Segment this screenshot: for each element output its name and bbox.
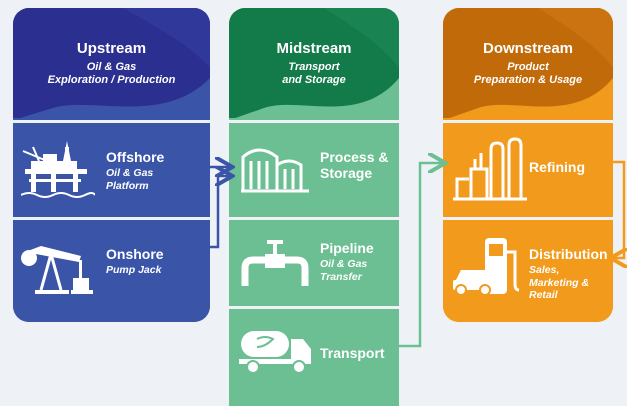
upstream-header-wave <box>13 8 210 118</box>
connector-transport-to-refining <box>399 163 443 348</box>
divider <box>13 120 210 123</box>
midstream-title: Midstream <box>276 40 352 57</box>
divider <box>443 217 613 220</box>
divider <box>13 217 210 220</box>
midstream-subtitle-line-2: and Storage <box>282 74 346 86</box>
connector-refining-to-distribution <box>613 160 624 258</box>
offshore-row: Offshore Oil & Gas Platform <box>13 123 210 217</box>
distribution-subtitle-line-1: Sales, <box>529 264 560 276</box>
downstream-title: Downstream <box>482 40 574 57</box>
storage-tanks-icon <box>241 148 309 193</box>
connector-onshore-to-process <box>210 176 230 249</box>
divider <box>229 217 399 220</box>
pipeline-title: Pipeline <box>320 240 374 256</box>
onshore-title: Onshore <box>106 246 164 262</box>
midstream-header-wave <box>229 8 399 118</box>
offshore-subtitle-line-2: Platform <box>106 179 149 192</box>
transport-title: Transport <box>320 345 385 361</box>
tanker-truck-icon <box>239 331 311 374</box>
onshore-subtitle-line-1: Pump Jack <box>106 264 162 276</box>
offshore-title: Offshore <box>106 149 165 165</box>
pipeline-subtitle: Oil & Gas Transfer <box>320 258 367 283</box>
midstream-subtitle-line-1: Transport <box>288 61 340 73</box>
midstream-subtitle: Transport and Storage <box>229 61 399 87</box>
divider <box>443 120 613 123</box>
refining-row: Refining <box>443 123 613 217</box>
fuel-pump-car-icon <box>453 238 520 296</box>
downstream-header-wave <box>443 8 613 118</box>
refinery-icon <box>453 137 527 201</box>
downstream-subtitle: Product Preparation & Usage <box>443 61 613 87</box>
distribution-subtitle-line-3: Retail <box>529 289 558 301</box>
upstream-column: Upstream Oil & Gas Exploration / Product… <box>13 8 210 322</box>
pipeline-subtitle-line-2: Transfer <box>320 270 362 283</box>
upstream-subtitle-line-1: Oil & Gas <box>86 61 137 73</box>
downstream-column: Downstream Product Preparation & Usage R… <box>443 8 613 322</box>
process-storage-title: Process & Storage <box>320 149 388 181</box>
upstream-header: Upstream Oil & Gas Exploration / Product… <box>13 8 210 118</box>
distribution-title: Distribution <box>529 246 608 262</box>
pump-jack-icon <box>21 246 93 294</box>
offshore-subtitle: Oil & Gas Platform <box>106 167 153 192</box>
process-storage-title-line-2: Storage <box>320 165 373 181</box>
onshore-subtitle: Pump Jack <box>106 264 161 277</box>
divider <box>229 306 399 309</box>
downstream-subtitle-line-1: Product <box>507 61 549 73</box>
pipeline-valve-icon <box>241 240 309 286</box>
refining-title: Refining <box>529 159 585 175</box>
divider <box>229 120 399 123</box>
process-storage-row: Process & Storage <box>229 123 399 217</box>
upstream-subtitle-line-2: Exploration / Production <box>47 74 176 86</box>
distribution-subtitle-line-2: Marketing & <box>529 276 590 289</box>
upstream-subtitle: Oil & Gas Exploration / Production <box>13 61 210 87</box>
onshore-row: Onshore Pump Jack <box>13 220 210 322</box>
offshore-subtitle-line-1: Oil & Gas <box>106 167 154 179</box>
midstream-header: Midstream Transport and Storage <box>229 8 399 118</box>
downstream-header: Downstream Product Preparation & Usage <box>443 8 613 118</box>
pipeline-subtitle-line-1: Oil & Gas <box>320 258 368 270</box>
process-storage-title-line-1: Process & <box>320 149 389 165</box>
downstream-subtitle-line-2: Preparation & Usage <box>473 74 583 86</box>
pipeline-row: Pipeline Oil & Gas Transfer <box>229 220 399 306</box>
transport-row: Transport <box>229 309 399 406</box>
distribution-row: Distribution Sales, Marketing & Retail <box>443 220 613 322</box>
offshore-platform-icon <box>21 141 95 198</box>
distribution-subtitle: Sales, Marketing & Retail <box>529 264 589 302</box>
upstream-title: Upstream <box>76 40 147 57</box>
midstream-column: Midstream Transport and Storage Process … <box>229 8 399 406</box>
